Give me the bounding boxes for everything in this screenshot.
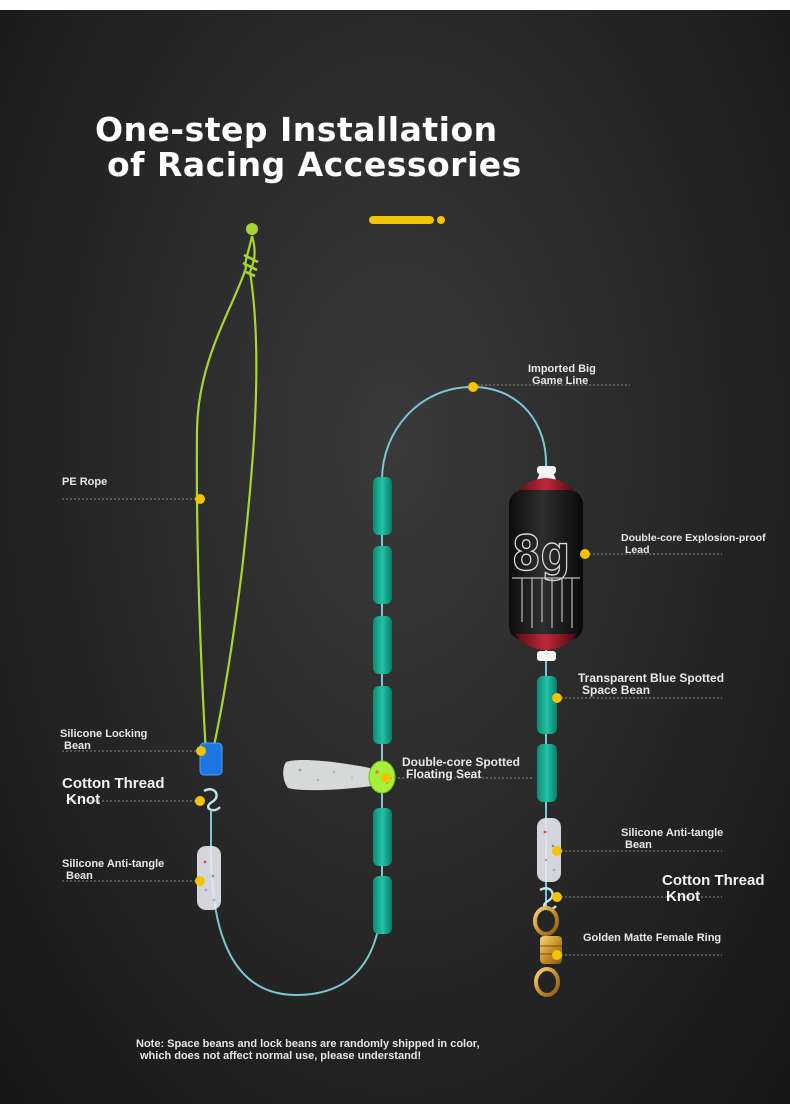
silicone-anti-tangle-bean-left xyxy=(197,846,221,910)
label-double-core-explosion-proof-lead: Double-core Explosion-proof Lead xyxy=(621,532,766,556)
label-golden-matte-female-ring: Golden Matte Female Ring xyxy=(583,932,722,944)
label-double-core-spotted-floating-seat: Double-core Spotted Floating Seat xyxy=(402,755,521,781)
space-beans-right-column xyxy=(537,676,557,802)
label-silicone-anti-tangle-left: Silicone Anti-tangle Bean xyxy=(62,858,165,882)
lead-weight-marking: 8g xyxy=(512,526,570,582)
double-core-spotted-floating-seat xyxy=(283,759,396,794)
diagram-canvas: One-step Installation of Racing Accessor… xyxy=(0,10,790,1104)
pe-rope-tip xyxy=(246,223,258,235)
label-silicone-locking-bean: Silicone Locking Bean xyxy=(60,728,148,752)
title-accent xyxy=(369,216,445,224)
label-cotton-thread-knot-left: Cotton Thread Knot xyxy=(62,775,165,808)
cotton-thread-knot-left xyxy=(203,788,221,812)
title-line-1: One-step Installation xyxy=(95,110,498,149)
label-pe-rope: PE Rope xyxy=(62,476,108,488)
rig-illustration: 8g xyxy=(62,216,722,997)
leader-lines xyxy=(62,384,722,956)
label-imported-big-game-line: Imported Big Game Line xyxy=(528,363,596,387)
silicone-anti-tangle-bean-right xyxy=(537,818,561,882)
label-transparent-blue-spotted-space-bean: Transparent Blue Spotted Space Bean xyxy=(578,671,725,697)
pe-rope xyxy=(195,235,259,756)
label-cotton-thread-knot-right: Cotton Thread Knot xyxy=(662,872,765,905)
space-beans-left-column xyxy=(373,477,392,934)
double-core-explosion-proof-lead: 8g xyxy=(509,466,583,661)
footnote: Note: Space beans and lock beans are ran… xyxy=(136,1038,480,1062)
marker-dots xyxy=(195,382,590,960)
title-line-2: of Racing Accessories xyxy=(107,145,522,184)
label-silicone-anti-tangle-right: Silicone Anti-tangle Bean xyxy=(621,827,724,851)
